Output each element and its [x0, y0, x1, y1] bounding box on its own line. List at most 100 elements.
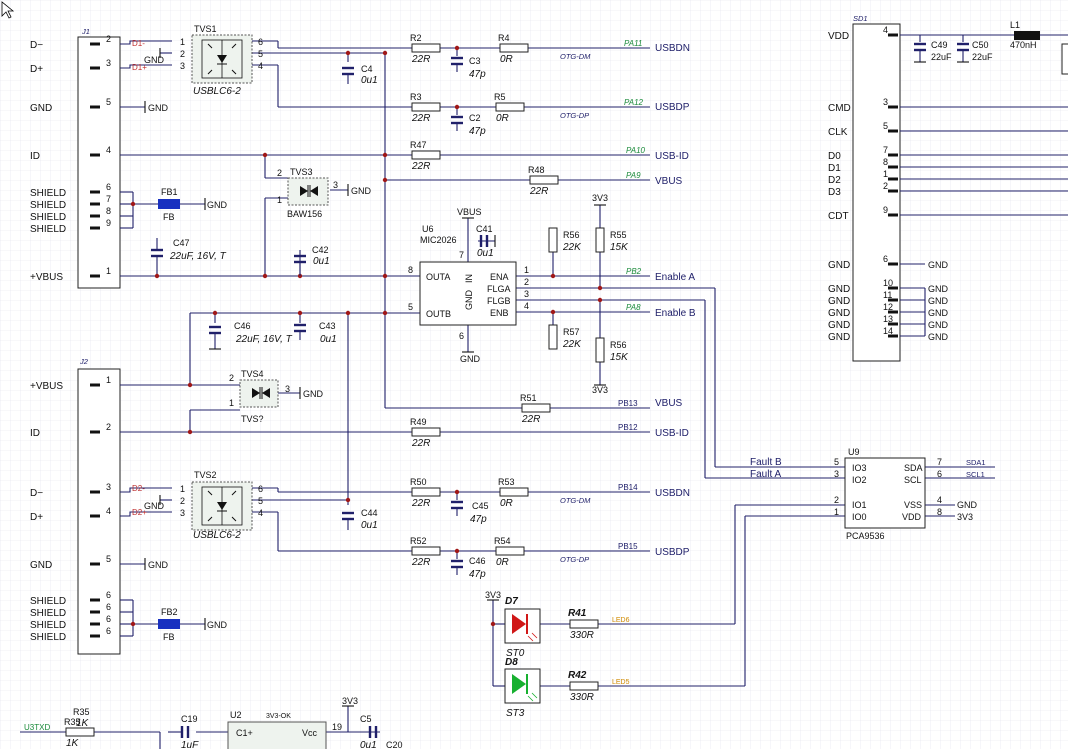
sd1-pin-label: GND — [828, 296, 850, 307]
net-pb13: PB13 — [618, 399, 638, 408]
net-pa9: PA9 — [626, 171, 641, 180]
resistor-ref: R57 — [563, 327, 580, 337]
sig-usbid-2: USB-ID — [655, 428, 689, 439]
u9-pin2: 2 — [834, 495, 839, 505]
cap-c42: C42 0u1 — [294, 245, 330, 276]
net-pb15: PB15 — [618, 542, 638, 551]
j1-pin-label: GND — [30, 103, 52, 114]
resistor-ref: R56 — [610, 340, 627, 350]
tvs1-pin3: 3 — [180, 61, 185, 71]
cap-c4: C4 0u1 — [342, 64, 378, 86]
u9-pin1: 1 — [834, 507, 839, 517]
sd1-pin-label: GND — [828, 260, 850, 271]
resistor-ref: R48 — [528, 165, 545, 175]
u2-c1p: C1+ — [236, 728, 253, 738]
resistor-value: 22R — [521, 414, 540, 425]
resistor-ref: R42 — [568, 670, 587, 681]
l1-value: 470nH — [1010, 40, 1037, 50]
net-otg-dm-1: OTG-DM — [560, 52, 591, 61]
ic-u6: OUTA OUTB ENA FLGA FLGB ENB IN GND U6 MI… — [408, 224, 529, 341]
net-d2m: D2- — [132, 484, 145, 493]
c19-value: 1uF — [181, 740, 199, 749]
tvs1-pin1: 1 — [180, 37, 185, 47]
j1-pin-num: 7 — [106, 194, 111, 204]
u9-pin8: 8 — [937, 507, 942, 517]
net-d2p: D2+ — [132, 508, 147, 517]
c45-value: 47p — [470, 514, 487, 525]
j2-pin-num: 6 — [106, 602, 111, 612]
vbus-u6: VBUS — [457, 207, 482, 217]
c2-value: 47p — [469, 126, 486, 137]
wires-usb2 — [20, 34, 1068, 749]
j2-pin-label: SHIELD — [30, 608, 66, 619]
d7-ref: D7 — [505, 596, 518, 607]
gnd-u9: GND — [957, 500, 978, 510]
cap-c49: C49 22uF — [914, 40, 952, 63]
resistor-ref: R54 — [494, 536, 511, 546]
c49-value: 22uF — [931, 52, 952, 62]
u6-pin2: 2 — [524, 277, 529, 287]
u9-pin5: 5 — [834, 457, 839, 467]
net-pb14: PB14 — [618, 483, 638, 492]
gnd-sd1: GND — [928, 284, 949, 294]
j2-pin-num: 6 — [106, 614, 111, 624]
tvs2-pin2: 2 — [180, 496, 185, 506]
bottom-strip: U3TXD R35 1K C19 1uF U2 3V3-OK C1+ Vcc 1… — [24, 696, 403, 749]
u6-flga: FLGA — [487, 284, 511, 294]
j1-pin-num: 2 — [106, 34, 111, 44]
j1-pin-label: SHIELD — [30, 224, 66, 235]
resistor-value: 22R — [411, 113, 430, 124]
tvs1-value: USBLC6-2 — [193, 86, 241, 97]
net-pb2: PB2 — [626, 267, 642, 276]
j1-pin-num: 1 — [106, 266, 111, 276]
fb1-value: FB — [163, 212, 175, 222]
tvs1-pin4: 4 — [258, 61, 263, 71]
sig-enable-a: Enable A — [655, 272, 695, 283]
tvs2-pin3: 3 — [180, 508, 185, 518]
sd1-pin-num: 2 — [883, 181, 888, 191]
u9-pin7: 7 — [937, 457, 942, 467]
c5-ref: C5 — [360, 714, 372, 724]
resistor-value: 330R — [570, 630, 594, 641]
sd1-pin-num: 7 — [883, 145, 888, 155]
u6-pin8: 8 — [408, 265, 413, 275]
u9-io0: IO0 — [852, 512, 867, 522]
sd1-pin-label: GND — [828, 284, 850, 295]
tvs2-pin5: 5 — [258, 496, 263, 506]
c3-value: 47p — [469, 69, 486, 80]
u6-pin4: 4 — [524, 301, 529, 311]
ferrite-fb2: FB2 FB GND — [158, 607, 228, 642]
tvs2-value: USBLC6-2 — [193, 530, 241, 541]
tvs2: TVS2 USBLC6-2 1 2 3 6 5 4 — [180, 470, 263, 541]
net-d1m: D1- — [132, 39, 145, 48]
d8-value: ST3 — [506, 708, 525, 719]
u6-ena: ENA — [490, 272, 509, 282]
u9-value: PCA9536 — [846, 531, 885, 541]
net-otg-dp-1: OTG-DP — [560, 111, 589, 120]
c47-value: 22uF, 16V, T — [169, 251, 227, 262]
resistor-ref: R35 — [64, 717, 81, 727]
u6-pin3: 3 — [524, 289, 529, 299]
net-pb12: PB12 — [618, 423, 638, 432]
u2-pin19: 19 — [332, 722, 342, 732]
j1-pin-num: 6 — [106, 182, 111, 192]
gnd-u6: GND — [460, 354, 481, 364]
cap-c46-usb: C46 47p — [451, 556, 486, 580]
u6-pin1: 1 — [524, 265, 529, 275]
resistor-ref: R53 — [498, 477, 515, 487]
mouse-cursor-icon — [1, 1, 15, 19]
j1-pin-label: SHIELD — [30, 188, 66, 199]
c46-usb-ref: C46 — [469, 556, 486, 566]
sd1-pin-num: 5 — [883, 121, 888, 131]
cap-c43: C43 0u1 — [294, 321, 337, 345]
tvs3-pin1: 1 — [277, 195, 282, 205]
sig-enable-b: Enable B — [655, 308, 696, 319]
resistor-value: 0R — [496, 557, 509, 568]
u6-ref: U6 — [422, 224, 434, 234]
j2-pin-num: 4 — [106, 506, 111, 516]
u9-io3: IO3 — [852, 463, 867, 473]
u6-outb: OUTB — [426, 309, 451, 319]
u6-in: IN — [464, 274, 474, 283]
sd1-pin-label: GND — [828, 332, 850, 343]
j1-ref: J1 — [81, 27, 90, 36]
